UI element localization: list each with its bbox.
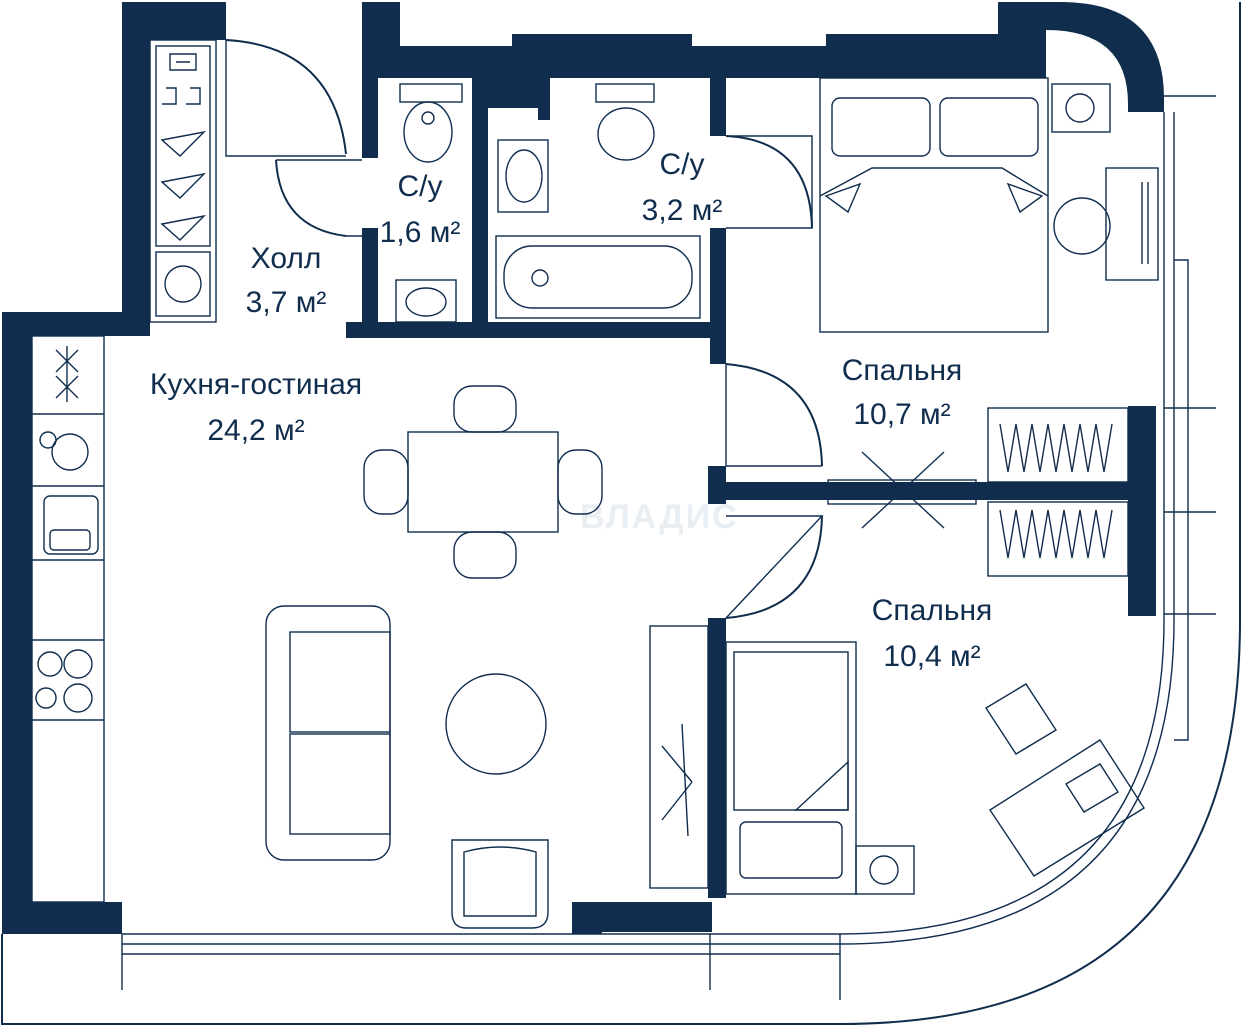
wc-small-fixtures bbox=[395, 83, 463, 323]
room-name-kitchen-living: Кухня-гостиная bbox=[150, 368, 362, 401]
bath-fixtures bbox=[495, 83, 701, 319]
kitchen-counter bbox=[31, 335, 105, 903]
room-area-wc-small: 1,6 м² bbox=[380, 216, 461, 249]
living-furniture bbox=[265, 605, 549, 929]
watermark: ВЛАДИС bbox=[580, 498, 739, 536]
room-name-hall: Холл bbox=[251, 242, 322, 275]
bedroom-1-furniture bbox=[819, 77, 1159, 483]
room-name-bedroom-1: Спальня bbox=[842, 354, 963, 387]
dining-table bbox=[363, 385, 603, 579]
bedroom-2-furniture bbox=[725, 501, 1145, 895]
walls bbox=[2, 2, 1164, 934]
room-name-wc-small: С/у bbox=[398, 170, 443, 203]
room-name-bath: С/у bbox=[660, 148, 705, 181]
room-name-bedroom-2: Спальня bbox=[872, 594, 993, 627]
hall-wardrobe bbox=[149, 39, 217, 323]
room-area-bedroom-1: 10,7 м² bbox=[853, 398, 950, 431]
room-area-hall: 3,7 м² bbox=[246, 286, 327, 319]
room-area-kitchen-living: 24,2 м² bbox=[207, 414, 304, 447]
room-area-bedroom-2: 10,4 м² bbox=[883, 640, 980, 673]
doors bbox=[225, 39, 977, 619]
tv-stand bbox=[649, 625, 709, 889]
room-area-bath: 3,2 м² bbox=[642, 194, 723, 227]
room-labels: Кухня-гостиная 24,2 м² Холл 3,7 м² С/у 1… bbox=[150, 148, 992, 673]
